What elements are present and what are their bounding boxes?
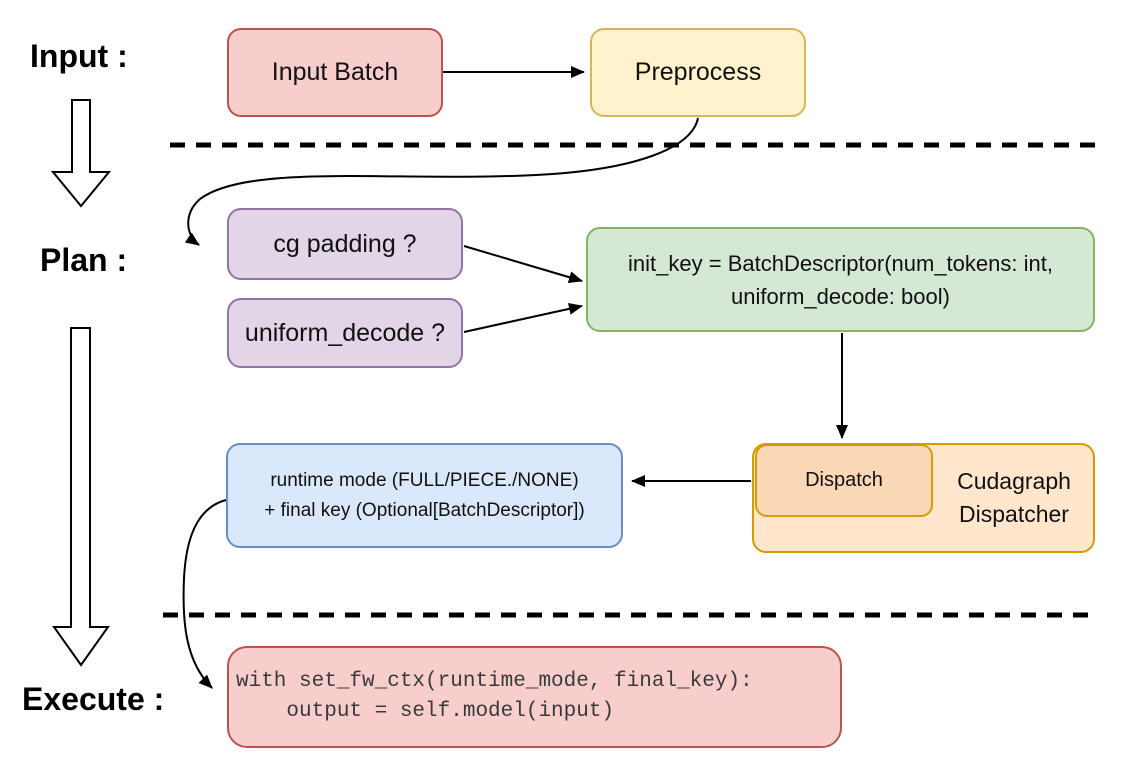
plan-section-label: Plan : [40,242,128,278]
dispatch-node: Dispatch [755,444,933,517]
arrow-preprocess-to-cgpadding [184,117,699,246]
input-batch-node: Input Batch [227,28,443,117]
init-key-node: init_key = BatchDescriptor(num_tokens: i… [586,227,1095,332]
execute-section-label: Execute : [22,681,165,717]
cudagraph-dispatcher-label: Cudagraph Dispatcher [957,467,1071,527]
input-flow-arrow [50,99,112,208]
input-section-label: Input : [30,38,128,74]
arrow-runtimemode-to-execute [182,499,227,689]
runtime-mode-node: runtime mode (FULL/PIECE./NONE) + final … [226,443,623,548]
execute-code-node: with set_fw_ctx(runtime_mode, final_key)… [227,646,842,748]
plan-flow-arrow [52,327,110,667]
preprocess-node: Preprocess [590,28,806,117]
arrow-cgpadding-to-initkey [463,245,583,284]
uniform-decode-node: uniform_decode ? [227,298,463,368]
arrow-uniformdecode-to-initkey [463,302,583,333]
cg-padding-node: cg padding ? [227,208,463,280]
